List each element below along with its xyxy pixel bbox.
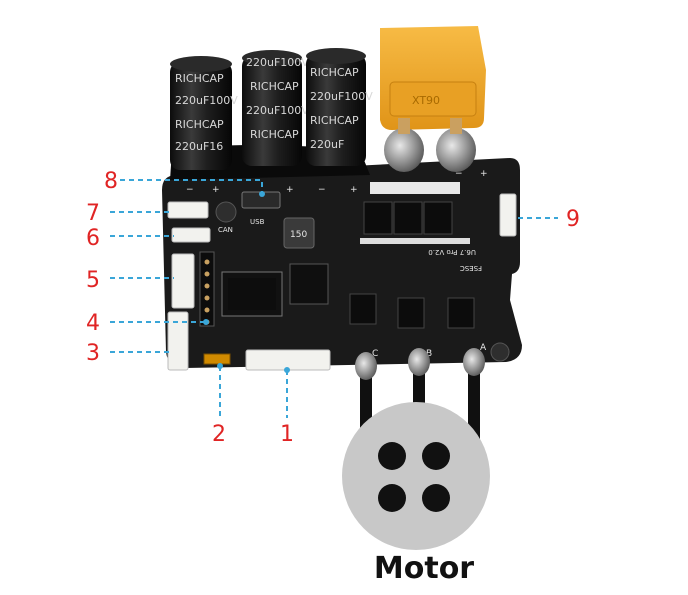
mcu-chip <box>221 271 283 317</box>
polarity-marks: − + + − + − + <box>186 169 488 195</box>
connector-1 <box>245 349 331 371</box>
xt90-connector: XT90 <box>380 26 486 172</box>
silkscreen-bar <box>370 182 460 194</box>
phase-joint <box>355 352 377 380</box>
callout-8: 8 <box>104 169 118 194</box>
switch-2 <box>203 353 231 365</box>
leader-8 <box>120 179 263 192</box>
polarity-mark: + <box>480 169 488 179</box>
cap-text: RICHCAP <box>310 66 359 79</box>
xt90-label: XT90 <box>412 94 440 107</box>
motor-body <box>342 402 490 550</box>
polarity-mark: − <box>186 185 194 195</box>
leader-dot <box>217 363 223 369</box>
cap-text: RICHCAP <box>175 72 224 85</box>
phase-joint <box>463 348 485 376</box>
solder-joint <box>384 128 424 172</box>
phase-joint <box>408 348 430 376</box>
driver-chip <box>289 263 329 305</box>
motor-dot <box>378 442 406 470</box>
cap-text: 220uF100V <box>246 104 309 117</box>
connector-3 <box>167 311 189 371</box>
cap-text: 220uF100V <box>246 56 309 69</box>
motor-dot <box>422 442 450 470</box>
callout-3: 3 <box>86 341 100 366</box>
connector-6 <box>171 227 211 243</box>
capacitor-1: RICHCAP 220uF100V RICHCAP 220uF16 <box>170 56 238 170</box>
cap-text: RICHCAP <box>250 80 299 93</box>
capacitor-3: RICHCAP 220uF100V RICHCAP 220uF <box>306 48 373 166</box>
callout-7: 7 <box>86 201 100 226</box>
mosfets <box>349 201 475 329</box>
callout-5: 5 <box>86 268 100 293</box>
inductor: 150 <box>283 217 315 249</box>
polarity-mark: + <box>350 185 358 195</box>
connector-5 <box>171 253 195 309</box>
mount-hole <box>490 342 510 362</box>
cap-text: 220uF16 <box>175 140 223 153</box>
callout-6: 6 <box>86 226 100 251</box>
phase-a-label: A <box>480 343 487 353</box>
callout-9: 9 <box>566 207 580 232</box>
connector-9 <box>499 193 517 237</box>
leader-dot <box>203 319 209 325</box>
inductor-label: 150 <box>290 230 307 240</box>
motor <box>342 402 490 550</box>
cap-text: RICHCAP <box>175 118 224 131</box>
capacitor-2: 220uF100V RICHCAP 220uF100V RICHCAP <box>242 50 309 166</box>
phase-b-label: B <box>426 349 432 359</box>
leader-lines <box>110 179 558 418</box>
board-version: U6.7 Pro V2.0 <box>428 248 476 256</box>
leader-dot <box>284 367 290 373</box>
callout-1: 1 <box>280 422 294 447</box>
callout-2: 2 <box>212 422 226 447</box>
solder-joint <box>436 128 476 172</box>
usb-label: USB <box>250 218 265 226</box>
leader-dot <box>259 191 265 197</box>
polarity-mark: + <box>286 185 294 195</box>
can-label: CAN <box>218 226 233 234</box>
polarity-mark: − <box>455 169 463 179</box>
pin-header-4 <box>199 251 215 327</box>
motor-dot <box>422 484 450 512</box>
cap-text: RICHCAP <box>310 114 359 127</box>
phase-c-label: C <box>372 349 378 359</box>
cap-text: 220uF <box>310 138 344 151</box>
cap-text: 220uF100V <box>175 94 238 107</box>
motor-label: Motor <box>374 551 474 586</box>
cap-text: 220uF100V <box>310 90 373 103</box>
board-name: FSESC <box>460 264 482 272</box>
connector-7 <box>167 201 209 219</box>
motor-dot <box>378 484 406 512</box>
polarity-mark: − <box>318 185 326 195</box>
cap-text: RICHCAP <box>250 128 299 141</box>
mount-hole <box>215 201 237 223</box>
polarity-mark: + <box>212 185 220 195</box>
callout-4: 4 <box>86 311 100 336</box>
